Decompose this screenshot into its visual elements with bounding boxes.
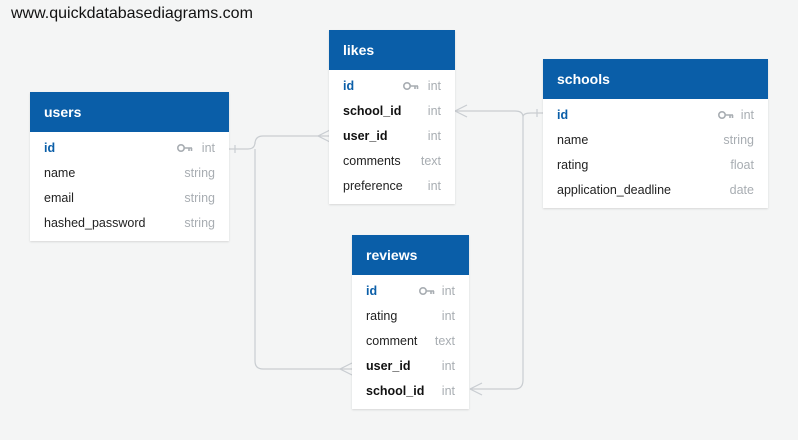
field-name: comments [343,154,401,168]
table-title[interactable]: schools [543,59,768,99]
field-type: string [184,216,215,230]
link-schools-likes [455,110,543,118]
field-name: id [557,108,569,122]
field-name: hashed_password [44,216,146,230]
field-name: id [44,141,56,155]
field-type: int [201,141,215,155]
field-row[interactable]: id int [329,74,455,99]
field-name: comment [366,334,418,348]
field-name: email [44,191,74,205]
key-icon [177,144,193,152]
field-row[interactable]: school_id int [352,379,469,404]
field-name: user_id [343,129,388,143]
field-type: int [441,384,455,398]
field-name: name [44,166,76,180]
field-row[interactable]: rating float [543,153,768,178]
field-name: name [557,133,589,147]
link-users-likes [229,135,330,150]
field-type: string [184,191,215,205]
field-row[interactable]: rating int [352,304,469,329]
field-row[interactable]: id int [352,279,469,304]
key-icon [718,111,734,119]
link-users-reviews [254,149,352,370]
table-title[interactable]: likes [329,30,455,70]
field-type: int [427,79,441,93]
field-type: int [441,309,455,323]
field-row[interactable]: hashed_password string [30,211,229,236]
table-likes[interactable]: likes id int school_id int user_id int c… [329,30,455,204]
field-row[interactable]: name string [543,128,768,153]
field-name: id [366,284,378,298]
field-row[interactable]: comments text [329,149,455,174]
field-name: user_id [366,359,411,373]
field-type: int [427,129,441,143]
field-row[interactable]: id int [30,136,229,161]
field-type: int [441,284,455,298]
field-row[interactable]: school_id int [329,99,455,124]
field-row[interactable]: user_id int [329,124,455,149]
field-type: int [740,108,754,122]
key-icon [403,82,419,90]
field-type: int [441,359,455,373]
field-type: int [427,104,441,118]
field-row[interactable]: application_deadline date [543,178,768,203]
field-name: rating [366,309,398,323]
field-row[interactable]: comment text [352,329,469,354]
field-name: school_id [343,104,402,118]
field-type: text [434,334,455,348]
field-name: application_deadline [557,183,671,197]
table-reviews[interactable]: reviews id int rating int comment text u… [352,235,469,409]
table-title[interactable]: users [30,92,229,132]
field-type: string [723,133,754,147]
table-users[interactable]: users id int name string email string ha… [30,92,229,241]
field-name: preference [343,179,403,193]
table-title[interactable]: reviews [352,235,469,275]
field-row[interactable]: user_id int [352,354,469,379]
field-row[interactable]: id int [543,103,768,128]
field-row[interactable]: email string [30,186,229,211]
link-schools-reviews [470,117,524,390]
field-row[interactable]: name string [30,161,229,186]
field-name: id [343,79,355,93]
table-schools[interactable]: schools id int name string rating float … [543,59,768,208]
watermark: www.quickdatabasediagrams.com [11,5,253,22]
field-type: date [729,183,754,197]
field-type: int [427,179,441,193]
field-row[interactable]: preference int [329,174,455,199]
field-type: text [420,154,441,168]
field-name: rating [557,158,589,172]
key-icon [419,287,435,295]
field-name: school_id [366,384,425,398]
field-type: float [730,158,754,172]
field-type: string [184,166,215,180]
